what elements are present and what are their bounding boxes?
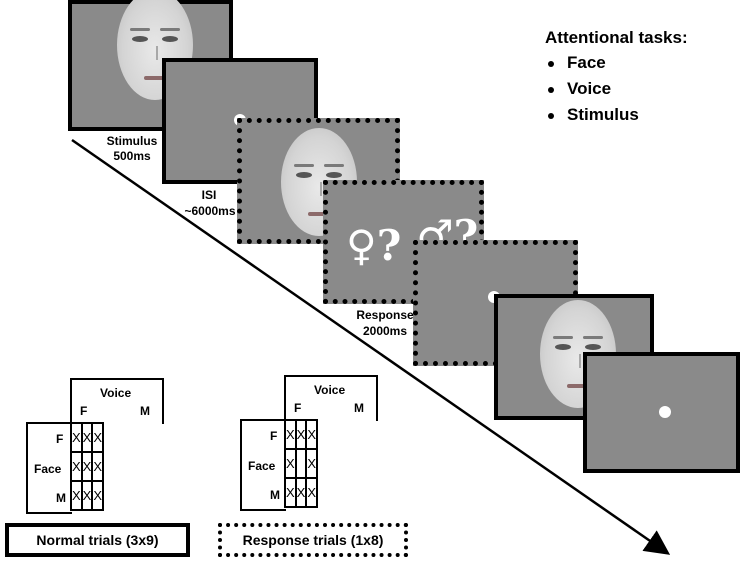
- col-m-label: M: [354, 401, 364, 415]
- cell: X: [294, 419, 308, 450]
- grid-header-box: [284, 375, 378, 421]
- row-f-label: F: [56, 432, 64, 446]
- cell: [294, 448, 308, 479]
- stimulus-duration: 500ms: [113, 149, 151, 163]
- task-voice: Voice: [567, 79, 612, 98]
- cell: X: [284, 419, 297, 450]
- col-f-label: F: [80, 404, 88, 418]
- cell: X: [284, 477, 297, 508]
- row-header-box: [240, 419, 286, 511]
- response-duration: 2000ms: [362, 324, 408, 338]
- bullet: [548, 61, 554, 67]
- female-question-symbol: ♀?: [346, 221, 402, 270]
- face-label: Face: [34, 462, 62, 476]
- voice-label: Voice: [100, 386, 132, 400]
- normal-trials-caption: Normal trials (3x9): [5, 523, 190, 557]
- isi-label: ISI: [201, 188, 217, 202]
- bullet: [548, 87, 554, 93]
- tasks-title: Attentional tasks:: [545, 28, 688, 47]
- cell: X: [305, 448, 318, 479]
- cell: X: [284, 448, 297, 479]
- cell: X: [80, 480, 94, 511]
- cell: X: [80, 422, 94, 453]
- cell: X: [294, 477, 308, 508]
- cell: X: [80, 451, 94, 482]
- col-m-label: M: [140, 404, 150, 418]
- task-stimulus: Stimulus: [567, 105, 639, 124]
- grid-header-box: [70, 378, 164, 424]
- cell: X: [70, 422, 83, 453]
- stimulus-label: Stimulus: [106, 134, 158, 148]
- cell: X: [70, 451, 83, 482]
- cell: X: [70, 480, 83, 511]
- cell: X: [91, 451, 104, 482]
- cell: X: [305, 477, 318, 508]
- response-trials-caption: Response trials (1x8): [218, 523, 408, 557]
- cell: X: [305, 419, 318, 450]
- fixation-dot: [659, 406, 671, 418]
- bullet: [548, 113, 554, 119]
- task-face: Face: [567, 53, 606, 72]
- isi-duration: ~6000ms: [184, 204, 236, 218]
- row-m-label: M: [270, 488, 280, 502]
- row-m-label: M: [56, 491, 66, 505]
- isi-frame-2: [583, 352, 740, 473]
- cell: X: [91, 422, 104, 453]
- face-label: Face: [248, 459, 276, 473]
- response-label: Response: [356, 308, 414, 322]
- col-f-label: F: [294, 401, 302, 415]
- voice-label: Voice: [314, 383, 346, 397]
- row-header-box: [26, 422, 72, 514]
- row-f-label: F: [270, 429, 278, 443]
- cell: X: [91, 480, 104, 511]
